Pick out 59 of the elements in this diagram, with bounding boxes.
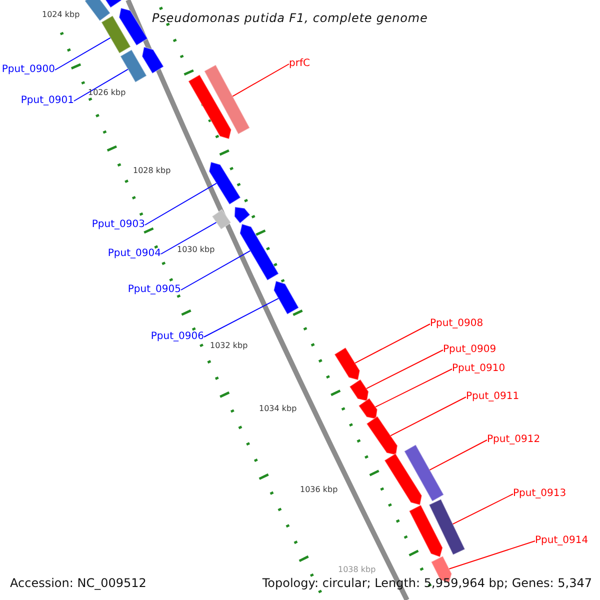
gene-label: Pput_0911: [466, 391, 520, 403]
gene-label: Pput_0912: [487, 434, 540, 446]
scale-label: 1032 kbp: [210, 341, 248, 351]
gene-label: Pput_0908: [430, 318, 484, 330]
scale-label: 1036 kbp: [300, 485, 338, 495]
leader-line: [354, 324, 430, 364]
gene-segment: [273, 280, 300, 315]
gene-segment: [118, 7, 148, 46]
gene-label: Pput_0909: [443, 344, 496, 356]
leader-line: [180, 250, 251, 290]
gene-segment: [208, 161, 242, 206]
leader-line: [54, 37, 111, 70]
leader-line: [144, 182, 217, 226]
leader-line: [160, 222, 217, 254]
gene-segment: [334, 346, 360, 381]
gene-segment: [358, 398, 378, 420]
gene-bar: [120, 49, 148, 83]
gene-bar: [204, 64, 250, 135]
gene-label: Pput_0905: [128, 284, 181, 296]
gene-label: Pput_0901: [20, 95, 74, 107]
leader-line: [452, 494, 514, 525]
footer-text: Accession: NC_009512: [10, 576, 146, 590]
leader-line: [374, 368, 452, 408]
gene-segment: [234, 206, 251, 224]
gene-segment: [366, 416, 398, 456]
gene-block: [211, 208, 232, 230]
gene-segment: [142, 46, 164, 74]
scale-label: 1038 kbp: [338, 565, 376, 575]
leader-line: [74, 68, 128, 102]
leader-line: [232, 64, 290, 97]
gene-label: Pput_0910: [452, 363, 506, 375]
gene-label: Pput_0914: [535, 535, 588, 547]
leader-line: [204, 298, 279, 338]
scale-label: 1034 kbp: [259, 404, 297, 414]
leader-line: [429, 440, 488, 470]
gene-label: prfC: [289, 58, 310, 70]
gene-bar: [100, 15, 132, 54]
footer-text: Topology: circular; Length: 5,959,964 bp; Genes: 5,347: [262, 576, 592, 590]
scale-label: 1028 kbp: [133, 166, 171, 176]
gene-segment: [408, 504, 444, 558]
gene-segment: [348, 378, 370, 402]
leader-line: [448, 540, 536, 570]
gene-segment: [384, 452, 422, 506]
scale-label: 1026 kbp: [88, 88, 126, 98]
gene-label: Pput_0904: [108, 248, 161, 260]
gene-bar: [404, 444, 444, 502]
gene-bar: [428, 498, 466, 556]
title: Pseudomonas putida F1, complete genome: [152, 10, 428, 27]
gene-bar: [84, 0, 111, 22]
gene-segment: [188, 74, 232, 140]
scale-label: 1030 kbp: [177, 245, 215, 255]
gene-label: Pput_0903: [92, 219, 145, 231]
leader-line: [390, 396, 466, 436]
gene-label: Pput_0913: [513, 488, 566, 500]
scale-label: 1024 kbp: [42, 10, 80, 20]
gene-segment: [239, 223, 280, 281]
gene-label: Pput_0900: [2, 64, 55, 76]
leader-line: [366, 350, 444, 390]
gene-label: Pput_0906: [150, 331, 204, 343]
